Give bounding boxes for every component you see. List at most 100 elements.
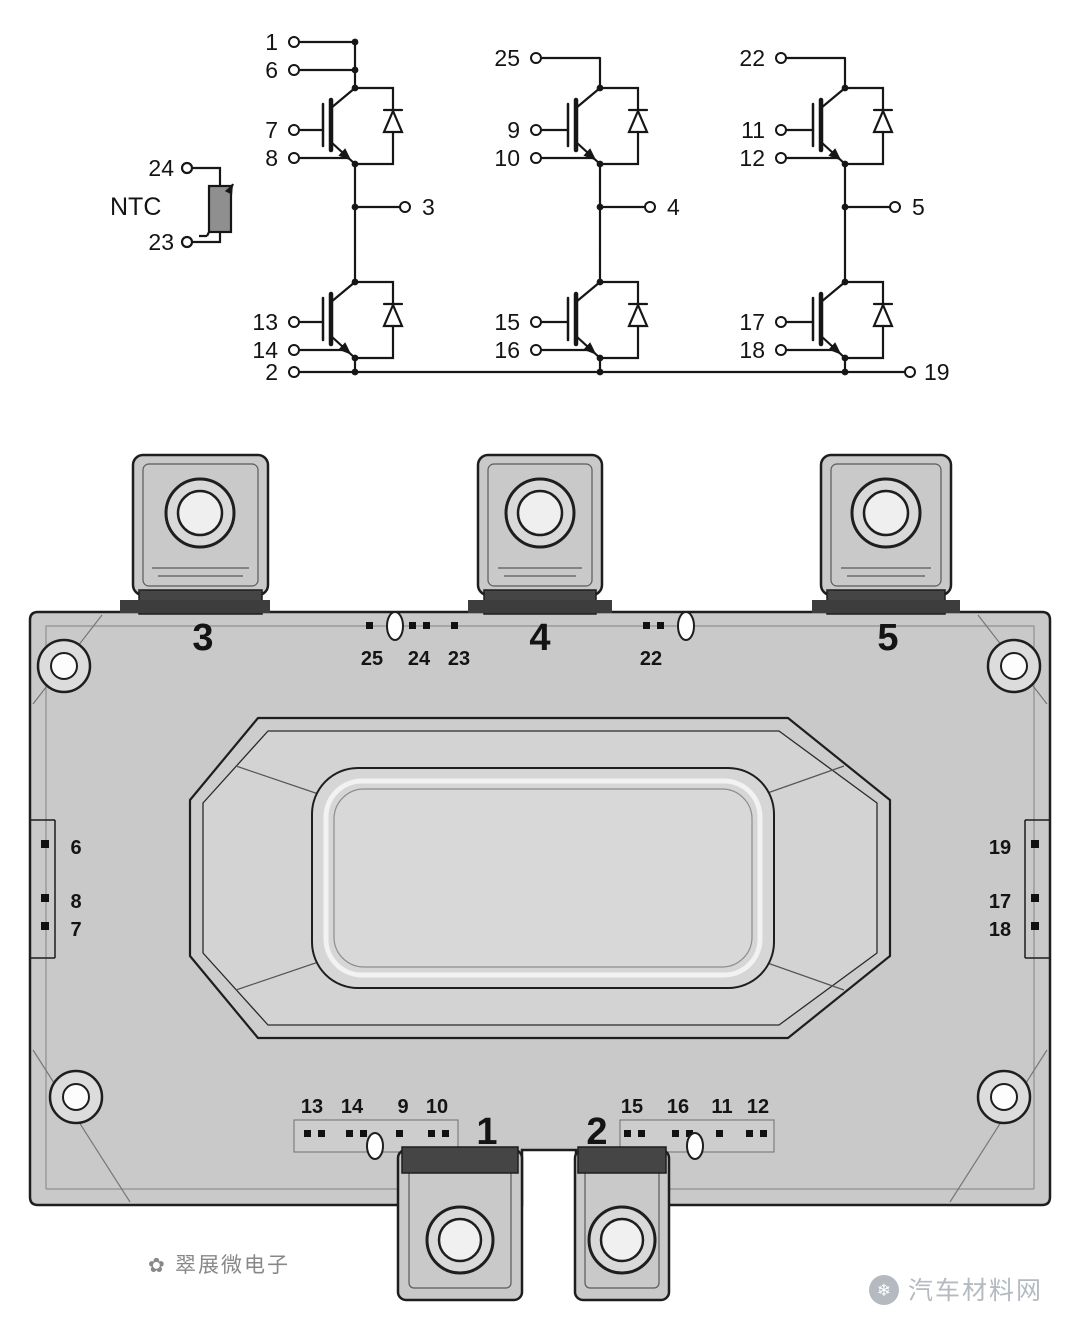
pkg-pin-label-15: 15 — [621, 1096, 643, 1118]
pin-node-17 — [775, 316, 787, 328]
igbt-leg3-bottom — [813, 252, 892, 372]
pin-label-6: 6 — [265, 57, 278, 83]
pkg-pin-label-17: 17 — [989, 891, 1011, 913]
pkg-pin-label-25: 25 — [361, 648, 383, 670]
pin-node-8 — [288, 152, 300, 164]
terminal-tab-3 — [131, 453, 270, 597]
pin-node-19 — [904, 366, 916, 378]
pkg-pin-label-18: 18 — [989, 919, 1011, 941]
snowflake-icon: ❄ — [877, 1281, 891, 1300]
igbt-leg3-top — [813, 58, 892, 178]
pkg-pin-label-14: 14 — [341, 1096, 364, 1118]
pin-label-12: 12 — [739, 145, 765, 171]
pin-node-24 — [180, 161, 194, 175]
bottom-rail: 2 19 — [265, 359, 949, 385]
pin-label-23: 23 — [148, 229, 174, 255]
terminal-tab-5 — [819, 453, 953, 597]
pkg-pin-label-12: 12 — [747, 1096, 769, 1118]
pin-label-7: 7 — [265, 117, 278, 143]
pin-label-4: 4 — [667, 194, 680, 220]
watermark-right: ❄ 汽车材料网 — [869, 1275, 1043, 1305]
pin-node-3 — [399, 201, 411, 213]
pin-node-4 — [644, 201, 656, 213]
igbt-leg2-bottom — [568, 252, 647, 372]
pkg-pin-label-6: 6 — [70, 837, 81, 859]
pin-node-2 — [288, 366, 300, 378]
pin-node-15 — [530, 316, 542, 328]
pin-node-9 — [530, 124, 542, 136]
pin-node-10 — [530, 152, 542, 164]
pin-label-14: 14 — [252, 337, 278, 363]
half-bridge-leg-1: 1 6 7 8 13 14 3 — [252, 29, 435, 376]
pkg-pin-label-9: 9 — [397, 1096, 408, 1118]
pin-node-6 — [288, 64, 300, 76]
lid-recess — [188, 716, 892, 1040]
pin-node-7 — [288, 124, 300, 136]
bottom-signal-pins-right: 15 16 11 12 — [619, 1096, 775, 1160]
terminal-tab-4 — [476, 453, 604, 597]
pkg-pin-label-13: 13 — [301, 1096, 323, 1118]
snowflake-logo-circle — [869, 1275, 899, 1305]
pkg-pin-label-23: 23 — [448, 648, 470, 670]
right-edge-pins: 19 17 18 — [989, 819, 1050, 959]
pkg-pin-label-19: 19 — [989, 837, 1011, 859]
left-edge-pins: 6 8 7 — [30, 819, 82, 959]
pkg-pin-label-11: 11 — [711, 1096, 732, 1118]
pin-label-9: 9 — [507, 117, 520, 143]
alignment-slot — [686, 1132, 704, 1160]
top-signal-pins: 25 24 23 22 — [361, 611, 695, 670]
half-bridge-leg-2: 25 9 10 15 16 4 — [494, 45, 680, 376]
pkg-terminal-label-2: 2 — [586, 1111, 607, 1153]
half-bridge-leg-3: 22 11 12 17 18 5 — [739, 45, 925, 376]
pin-label-3: 3 — [422, 194, 435, 220]
circuit-schematic: NTC 24 23 1 6 7 8 13 14 3 — [110, 29, 950, 385]
pkg-pin-label-10: 10 — [426, 1096, 448, 1118]
pin-node-12 — [775, 152, 787, 164]
pin-label-10: 10 — [494, 145, 520, 171]
pin-label-17: 17 — [739, 309, 765, 335]
pin-label-24: 24 — [148, 155, 174, 181]
igbt-leg1-bottom — [323, 252, 402, 372]
pin-label-2: 2 — [265, 359, 278, 385]
alignment-slot — [366, 1132, 384, 1160]
top-terminal-bars — [120, 589, 960, 615]
pin-node-18 — [775, 344, 787, 356]
ntc-thermistor — [180, 161, 234, 249]
pin-label-18: 18 — [739, 337, 765, 363]
pin-node-23 — [180, 235, 194, 249]
pkg-terminal-label-4: 4 — [529, 617, 550, 659]
pin-label-25: 25 — [494, 45, 520, 71]
watermark-left: ✿ 翠展微电子 — [148, 1254, 290, 1277]
pin-label-5: 5 — [912, 194, 925, 220]
pin-label-15: 15 — [494, 309, 520, 335]
pin-node-5 — [889, 201, 901, 213]
pkg-terminal-label-1: 1 — [476, 1111, 497, 1153]
igbt-leg1-top — [323, 58, 402, 178]
pin-label-1: 1 — [265, 29, 278, 55]
flower-logo-icon: ✿ — [148, 1255, 165, 1277]
alignment-slot — [386, 611, 404, 641]
pkg-pin-label-22: 22 — [640, 648, 662, 670]
pkg-pin-label-24: 24 — [408, 648, 431, 670]
watermark-left-text: 翠展微电子 — [175, 1254, 290, 1277]
pkg-pin-label-8: 8 — [70, 891, 81, 913]
power-terminal-2 — [573, 1146, 671, 1302]
pin-label-22: 22 — [739, 45, 765, 71]
pin-label-16: 16 — [494, 337, 520, 363]
pin-label-11: 11 — [741, 117, 765, 143]
pkg-terminal-label-5: 5 — [877, 617, 898, 659]
pin-label-13: 13 — [252, 309, 278, 335]
watermark-right-text: 汽车材料网 — [908, 1277, 1043, 1305]
pkg-pin-label-16: 16 — [667, 1096, 689, 1118]
pin-label-19: 19 — [924, 359, 950, 385]
igbt-leg2-top — [568, 58, 647, 178]
pkg-pin-label-7: 7 — [70, 919, 81, 941]
mounting-holes — [36, 638, 1042, 1125]
pin-node-11 — [775, 124, 787, 136]
pkg-terminal-label-3: 3 — [192, 617, 213, 659]
pin-label-8: 8 — [265, 145, 278, 171]
pin-node-22 — [775, 52, 787, 64]
module-package-drawing: 25 24 23 22 3 4 5 6 8 7 19 17 18 — [28, 453, 1052, 1305]
pin-node-13 — [288, 316, 300, 328]
